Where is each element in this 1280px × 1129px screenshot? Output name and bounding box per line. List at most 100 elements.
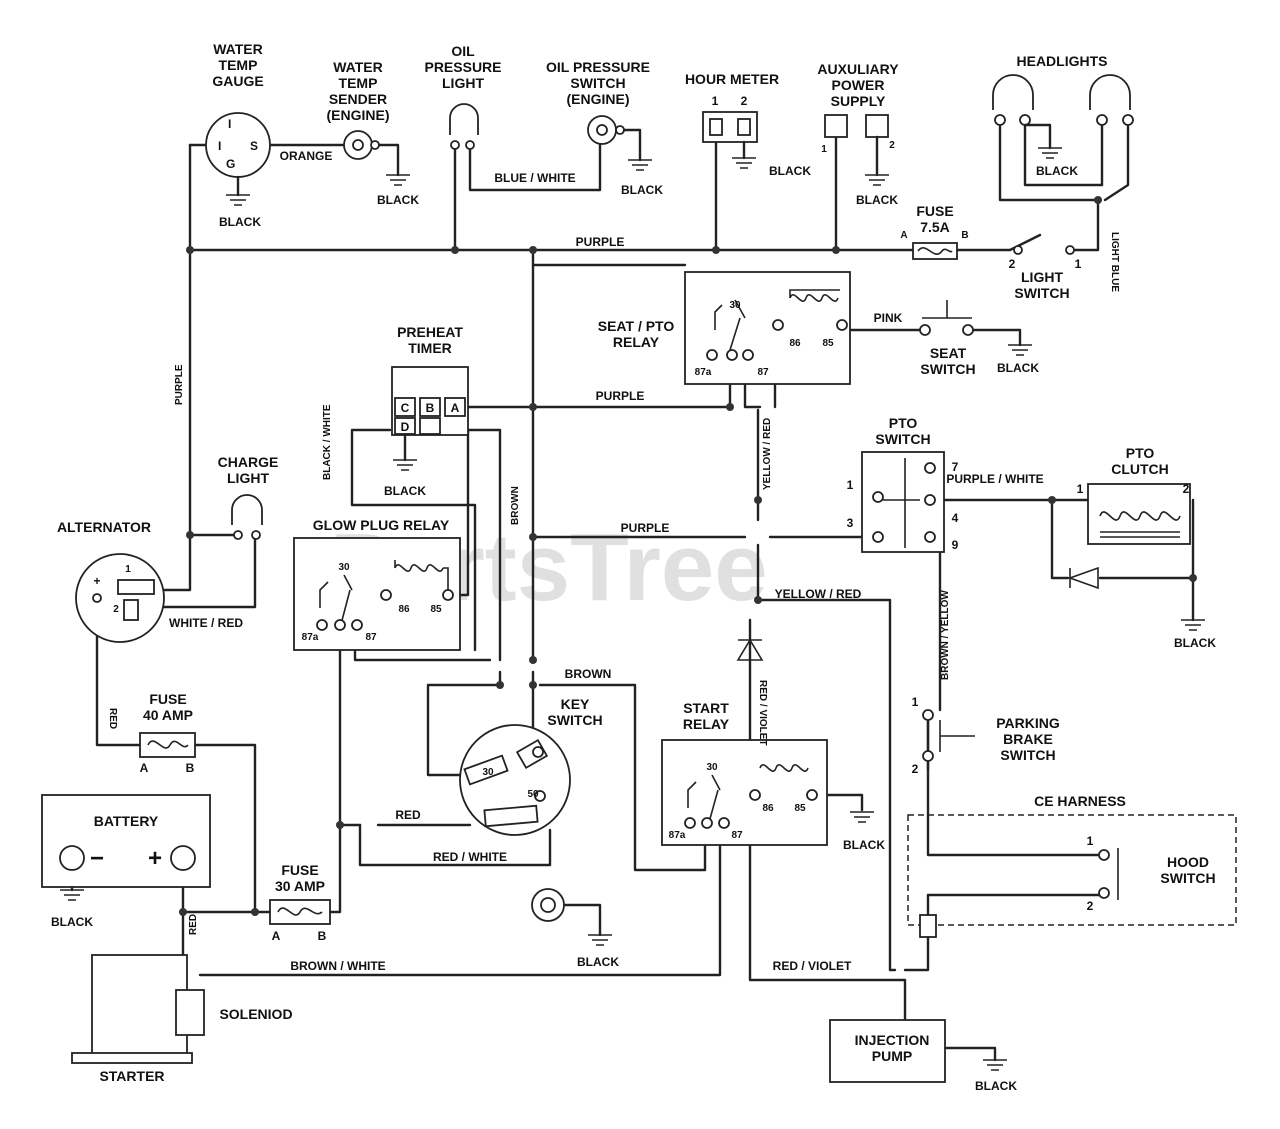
- parking-brake-pin-2: 2: [912, 762, 919, 776]
- seat-pto-relay-label-2: RELAY: [613, 334, 660, 350]
- water-temp-gauge-label-1: WATER: [213, 41, 263, 57]
- water-temp-gauge-label-3: GAUGE: [212, 73, 263, 89]
- oil-pressure-light-label-1: OIL: [451, 43, 475, 59]
- alternator: + 1 2 ALTERNATOR WHITE / RED RED: [57, 519, 243, 729]
- ce-harness: CE HARNESS: [907, 793, 1237, 938]
- start-relay-label-2: RELAY: [683, 716, 730, 732]
- pto-clutch: PTO CLUTCH 1 2 BLACK: [1067, 445, 1216, 650]
- water-temp-sender-label-1: WATER: [333, 59, 383, 75]
- headlights-label: HEADLIGHTS: [1017, 53, 1108, 69]
- wire-red-white-label: RED / WHITE: [433, 850, 507, 864]
- water-temp-gauge-label-2: TEMP: [219, 57, 258, 73]
- hood-switch-label-1: HOOD: [1167, 854, 1209, 870]
- wire-purple-left-label: PURPLE: [174, 364, 185, 405]
- battery-positive: +: [148, 845, 162, 872]
- seat-relay-pin-87: 87: [757, 367, 769, 378]
- parking-brake-label-3: SWITCH: [1000, 747, 1055, 763]
- oil-switch-ground-label: BLACK: [621, 183, 663, 197]
- key-pin-50: 50: [527, 789, 539, 800]
- pto-clutch-label-2: CLUTCH: [1111, 461, 1169, 477]
- alternator-pin-2: 2: [113, 604, 119, 615]
- wire-white-red-label: WHITE / RED: [169, 616, 243, 630]
- fuse-30a-label-1: FUSE: [281, 862, 318, 878]
- hour-meter-label: HOUR METER: [685, 71, 779, 87]
- start-relay-ground-label: BLACK: [843, 838, 885, 852]
- hour-meter: HOUR METER 1 2 BLACK: [685, 71, 811, 178]
- seat-relay-pin-85: 85: [822, 338, 834, 349]
- fuse-7-5a-pin-a: A: [900, 230, 907, 241]
- preheat-pin-d: D: [401, 420, 410, 434]
- wire-brown-yellow-label: BROWN / YELLOW: [940, 590, 951, 680]
- light-switch-label-2: SWITCH: [1014, 285, 1069, 301]
- water-temp-gauge: I I S G WATER TEMP GAUGE BLACK: [205, 41, 271, 229]
- hood-switch-pin-2: 2: [1087, 899, 1094, 913]
- battery-ground-label: BLACK: [51, 915, 93, 929]
- wire-light-blue-label: LIGHT BLUE: [1109, 232, 1120, 292]
- key-switch-label-2: SWITCH: [547, 712, 602, 728]
- aux-power-label-1: AUXULIARY: [817, 61, 899, 77]
- glow-relay-pin-87: 87: [365, 632, 377, 643]
- fuse-30a-label-2: 30 AMP: [275, 878, 325, 894]
- wire-purple-mid-label: PURPLE: [596, 389, 645, 403]
- aux-pin-2: 2: [889, 140, 895, 151]
- pto-switch-pin-1: 1: [847, 478, 854, 492]
- oil-pressure-switch-label-2: SWITCH: [570, 75, 625, 91]
- start-relay: 30 87a 87 86 85 START RELAY BLACK RED / …: [661, 638, 885, 852]
- starter-label: STARTER: [99, 1068, 164, 1084]
- glow-plug-relay-label: GLOW PLUG RELAY: [313, 517, 450, 533]
- fuse-7-5a-label-2: 7.5A: [920, 219, 950, 235]
- pto-switch-pin-7: 7: [952, 460, 959, 474]
- wires: [70, 118, 1195, 1062]
- gauge-pin-s: S: [250, 139, 258, 153]
- wire-red-violet-vertical-label: RED / VIOLET: [757, 680, 768, 746]
- clutch-diode-icon: [1067, 566, 1099, 590]
- seat-relay-pin-87a: 87a: [695, 367, 712, 378]
- fuse-40a-label-1: FUSE: [149, 691, 186, 707]
- sender-ground-label: BLACK: [377, 193, 419, 207]
- seat-relay-pin-30: 30: [729, 300, 741, 311]
- fuse-40a-pin-b: B: [186, 761, 195, 775]
- preheat-timer-label-2: TIMER: [408, 340, 452, 356]
- pto-switch-label-2: SWITCH: [875, 431, 930, 447]
- charge-light-label-1: CHARGE: [218, 454, 279, 470]
- injection-pump: INJECTION PUMP BLACK: [829, 1019, 1017, 1093]
- fuse-7-5a-pin-b: B: [961, 230, 968, 241]
- headlights-ground-label: BLACK: [1036, 164, 1078, 178]
- battery: BATTERY − + BLACK RED: [41, 794, 211, 935]
- wire-brown-white-label: BROWN / WHITE: [290, 959, 385, 973]
- wire-blue-white-label: BLUE / WHITE: [494, 171, 575, 185]
- pto-clutch-ground-label: BLACK: [1174, 636, 1216, 650]
- fuse-30-amp: FUSE 30 AMP A B: [269, 862, 331, 943]
- light-switch-label-1: LIGHT: [1021, 269, 1063, 285]
- injection-pump-label-1: INJECTION: [855, 1032, 930, 1048]
- gauge-pin-g: G: [226, 157, 235, 171]
- aux-power-label-2: POWER: [832, 77, 885, 93]
- aux-pin-1: 1: [821, 144, 827, 155]
- wire-pink-label: PINK: [874, 311, 903, 325]
- wire-red-label: RED: [395, 808, 421, 822]
- preheat-pin-a: A: [451, 401, 460, 415]
- wire-purple-top-label: PURPLE: [576, 235, 625, 249]
- aux-power-supply: 1 2 BLACK AUXULIARY POWER SUPPLY: [817, 61, 899, 207]
- light-switch-pin-1: 1: [1075, 257, 1082, 271]
- preheat-timer: C B A D PREHEAT TIMER BLACK BLACK / WHIT…: [322, 324, 521, 525]
- starter: STARTER SOLENIOD: [71, 954, 293, 1084]
- headlights: HEADLIGHTS BLACK LIGHT BLUE: [992, 53, 1134, 292]
- fuse-40-amp: FUSE 40 AMP A B: [139, 691, 196, 775]
- oil-pressure-light-label-2: PRESSURE: [424, 59, 501, 75]
- charge-light: CHARGE LIGHT: [218, 454, 279, 540]
- wire-yellow-red-vertical-label: YELLOW / RED: [762, 418, 773, 490]
- fuse-40a-label-2: 40 AMP: [143, 707, 193, 723]
- seat-relay-pin-86: 86: [789, 338, 801, 349]
- oil-pressure-light-label-3: LIGHT: [442, 75, 484, 91]
- wire-purple-white-label: PURPLE / WHITE: [946, 472, 1043, 486]
- injection-pump-label-2: PUMP: [872, 1048, 912, 1064]
- oil-pressure-light: OIL PRESSURE LIGHT BLUE / WHITE: [424, 43, 575, 185]
- start-relay-pin-85: 85: [794, 803, 806, 814]
- water-temp-sender: BLACK WATER TEMP SENDER (ENGINE) ORANGE: [280, 59, 420, 207]
- pto-switch-pin-4: 4: [952, 511, 959, 525]
- seat-pto-relay-label-1: SEAT / PTO: [598, 318, 675, 334]
- hood-switch-label-2: SWITCH: [1160, 870, 1215, 886]
- glow-relay-pin-85: 85: [430, 604, 442, 615]
